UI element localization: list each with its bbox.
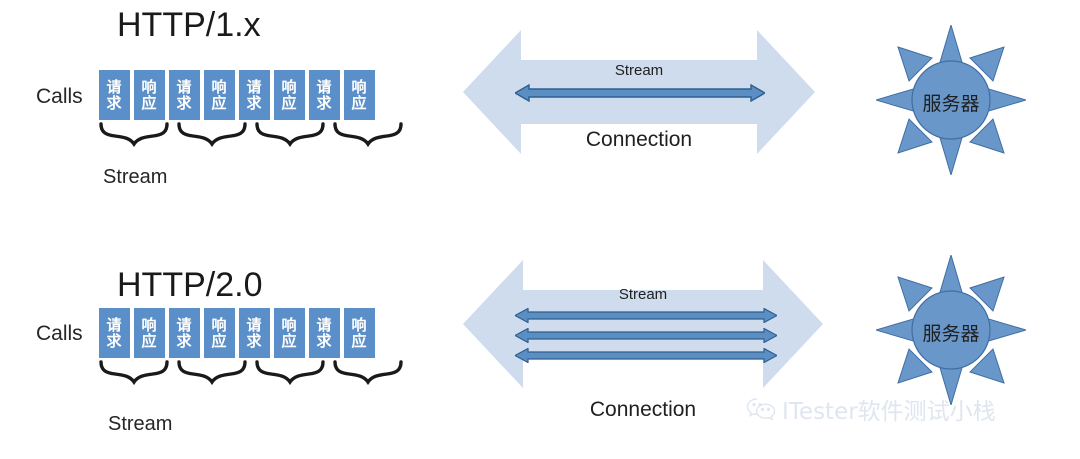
stream-arrow-bottom-2-icon <box>515 328 777 343</box>
call-cell-char: 求 <box>106 94 123 112</box>
http2-section: HTTP/2.0 Calls 请求响应请求响应请求响应请求响应 Stream S… <box>0 230 1080 459</box>
call-cell-char: 应 <box>281 332 298 350</box>
stream-arrow-top-1-icon <box>515 84 765 102</box>
connection-label-bottom: Connection <box>589 398 697 421</box>
call-cell: 响应 <box>272 70 307 120</box>
call-cell-char: 请 <box>316 316 333 334</box>
call-cell-char: 响 <box>141 78 158 96</box>
call-cell-char: 响 <box>351 316 368 334</box>
calls-strip-bottom: 请求响应请求响应请求响应请求响应 <box>97 308 377 358</box>
call-cell: 请求 <box>237 70 272 120</box>
stream-braces-bottom <box>99 360 403 385</box>
call-cell-char: 请 <box>176 78 193 96</box>
call-cell: 响应 <box>132 70 167 120</box>
call-cell: 请求 <box>97 308 132 358</box>
call-cell: 响应 <box>272 308 307 358</box>
call-cell: 响应 <box>342 70 377 120</box>
server-node-top: 服务器 <box>874 23 1028 177</box>
call-cell: 响应 <box>342 308 377 358</box>
watermark: ITester软件测试小栈 <box>746 392 996 426</box>
call-cell-char: 响 <box>281 316 298 334</box>
call-cell: 响应 <box>202 70 237 120</box>
call-cell-char: 求 <box>176 94 193 112</box>
call-cell-char: 请 <box>246 316 263 334</box>
call-cell-char: 响 <box>141 316 158 334</box>
stream-caption-top: Stream <box>103 166 168 188</box>
call-cell-char: 请 <box>246 78 263 96</box>
call-cell-char: 应 <box>351 332 368 350</box>
server-label-bottom: 服务器 <box>922 323 980 345</box>
http2-title: HTTP/2.0 <box>117 266 263 304</box>
call-cell: 请求 <box>97 70 132 120</box>
watermark-text: ITester软件测试小栈 <box>782 399 996 425</box>
call-cell: 响应 <box>202 308 237 358</box>
calls-label-bottom: Calls <box>36 322 83 345</box>
call-cell-char: 响 <box>351 78 368 96</box>
stream-braces-top <box>99 122 403 147</box>
connection-arrow-bottom: Stream <box>463 252 823 397</box>
call-cell-char: 响 <box>211 316 228 334</box>
stream-arrow-bottom-3-icon <box>515 348 777 363</box>
calls-label-top: Calls <box>36 85 83 108</box>
call-cell-char: 求 <box>246 332 263 350</box>
call-cell: 请求 <box>167 70 202 120</box>
call-cell: 请求 <box>307 70 342 120</box>
call-cell-char: 应 <box>211 94 228 112</box>
call-cell-char: 应 <box>141 332 158 350</box>
connection-arrow-top: Stream <box>463 22 815 162</box>
wechat-icon <box>746 398 776 421</box>
call-cell-char: 响 <box>211 78 228 96</box>
call-cell-char: 求 <box>316 94 333 112</box>
calls-strip-top: 请求响应请求响应请求响应请求响应 <box>97 70 377 120</box>
call-cell: 请求 <box>167 308 202 358</box>
server-sun-icon <box>874 253 1028 407</box>
call-cell-char: 应 <box>211 332 228 350</box>
call-cell-char: 求 <box>176 332 193 350</box>
call-cell-char: 请 <box>316 78 333 96</box>
call-cell-char: 请 <box>106 316 123 334</box>
http1-section: HTTP/1.x Calls 请求响应请求响应请求响应请求响应 Stream S… <box>0 0 1080 229</box>
stream-label-top: Stream <box>614 62 664 79</box>
server-label-top: 服务器 <box>922 93 980 115</box>
server-sun-icon <box>874 23 1028 177</box>
call-cell-char: 响 <box>281 78 298 96</box>
stream-caption-bottom: Stream <box>108 413 173 435</box>
big-double-arrow-bottom-icon <box>463 260 823 388</box>
call-cell-char: 应 <box>351 94 368 112</box>
call-cell: 响应 <box>132 308 167 358</box>
connection-label-top: Connection <box>585 128 693 151</box>
call-cell-char: 应 <box>141 94 158 112</box>
call-cell-char: 求 <box>246 94 263 112</box>
call-cell-char: 请 <box>106 78 123 96</box>
call-cell-char: 请 <box>176 316 193 334</box>
call-cell-char: 应 <box>281 94 298 112</box>
call-cell: 请求 <box>237 308 272 358</box>
call-cell: 请求 <box>307 308 342 358</box>
server-node-bottom: 服务器 <box>874 253 1028 407</box>
stream-label-bottom: Stream <box>618 286 668 303</box>
call-cell-char: 求 <box>106 332 123 350</box>
http1-title: HTTP/1.x <box>117 6 261 44</box>
call-cell-char: 求 <box>316 332 333 350</box>
stream-arrow-bottom-1-icon <box>515 308 777 323</box>
